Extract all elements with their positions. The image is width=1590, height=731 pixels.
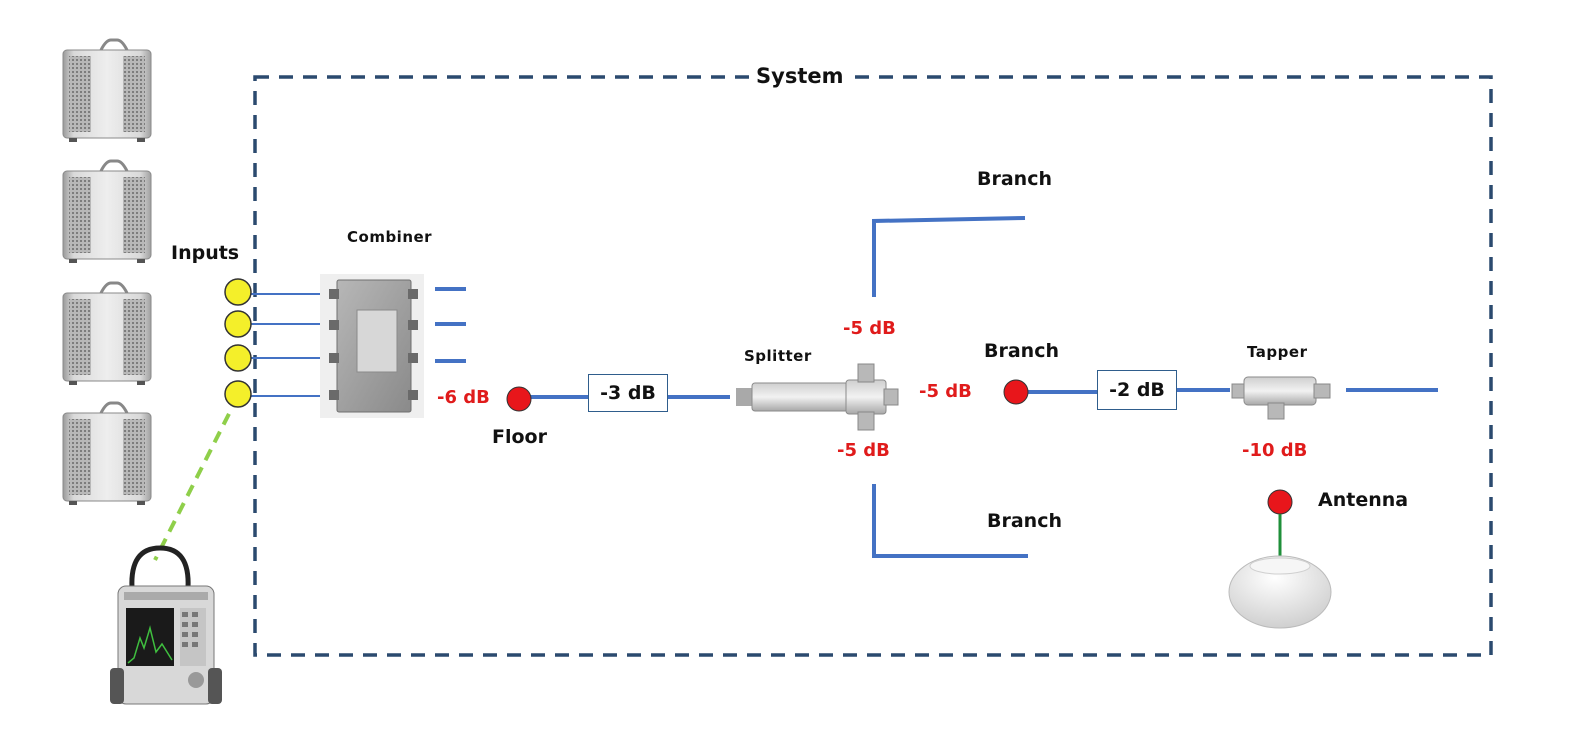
combiner-output-stubs [435, 287, 466, 363]
splitter-label: Splitter [744, 347, 812, 365]
antenna-test-point[interactable] [1267, 489, 1293, 515]
system-boundary [253, 75, 1493, 657]
radio-unit-icon [62, 281, 152, 385]
radio-unit-icon [62, 401, 152, 505]
radio-unit-icon [62, 38, 152, 142]
branch-test-point[interactable] [1003, 379, 1029, 405]
floor-label: Floor [492, 426, 547, 448]
input-port[interactable] [224, 310, 252, 338]
input-port[interactable] [224, 278, 252, 306]
spectrum-analyzer-icon [110, 545, 222, 705]
branch-cable-loss-box: -2 dB [1097, 370, 1177, 410]
combiner-loss-label: -6 dB [437, 387, 490, 408]
input-port[interactable] [224, 344, 252, 372]
splitter-middle-loss-label: -5 dB [919, 381, 972, 402]
tapper-icon [1231, 376, 1331, 420]
branch-top-label: Branch [977, 168, 1052, 190]
tapper-label: Tapper [1247, 343, 1308, 361]
test-lead [153, 395, 240, 561]
branch-middle-label: Branch [984, 340, 1059, 362]
branch-bottom-label: Branch [987, 510, 1062, 532]
inputs-label: Inputs [171, 242, 240, 264]
ceiling-antenna-icon [1228, 555, 1332, 629]
floor-test-point[interactable] [506, 386, 532, 412]
floor-cable-loss-box: -3 dB [588, 374, 668, 412]
input-port[interactable] [224, 380, 252, 408]
radio-unit-icon [62, 159, 152, 263]
combiner-icon [320, 274, 424, 418]
branch-top-cable [872, 216, 1026, 297]
antenna-label: Antenna [1318, 489, 1409, 511]
splitter-icon [736, 363, 899, 431]
system-label: System [750, 64, 850, 88]
combiner-label: Combiner [347, 228, 433, 246]
branch-bottom-cable [872, 484, 1028, 558]
tapper-loss-label: -10 dB [1242, 440, 1308, 461]
splitter-top-loss-label: -5 dB [843, 318, 896, 339]
input-feed-lines [238, 293, 335, 397]
input-ports [224, 278, 252, 408]
splitter-bottom-loss-label: -5 dB [837, 440, 890, 461]
